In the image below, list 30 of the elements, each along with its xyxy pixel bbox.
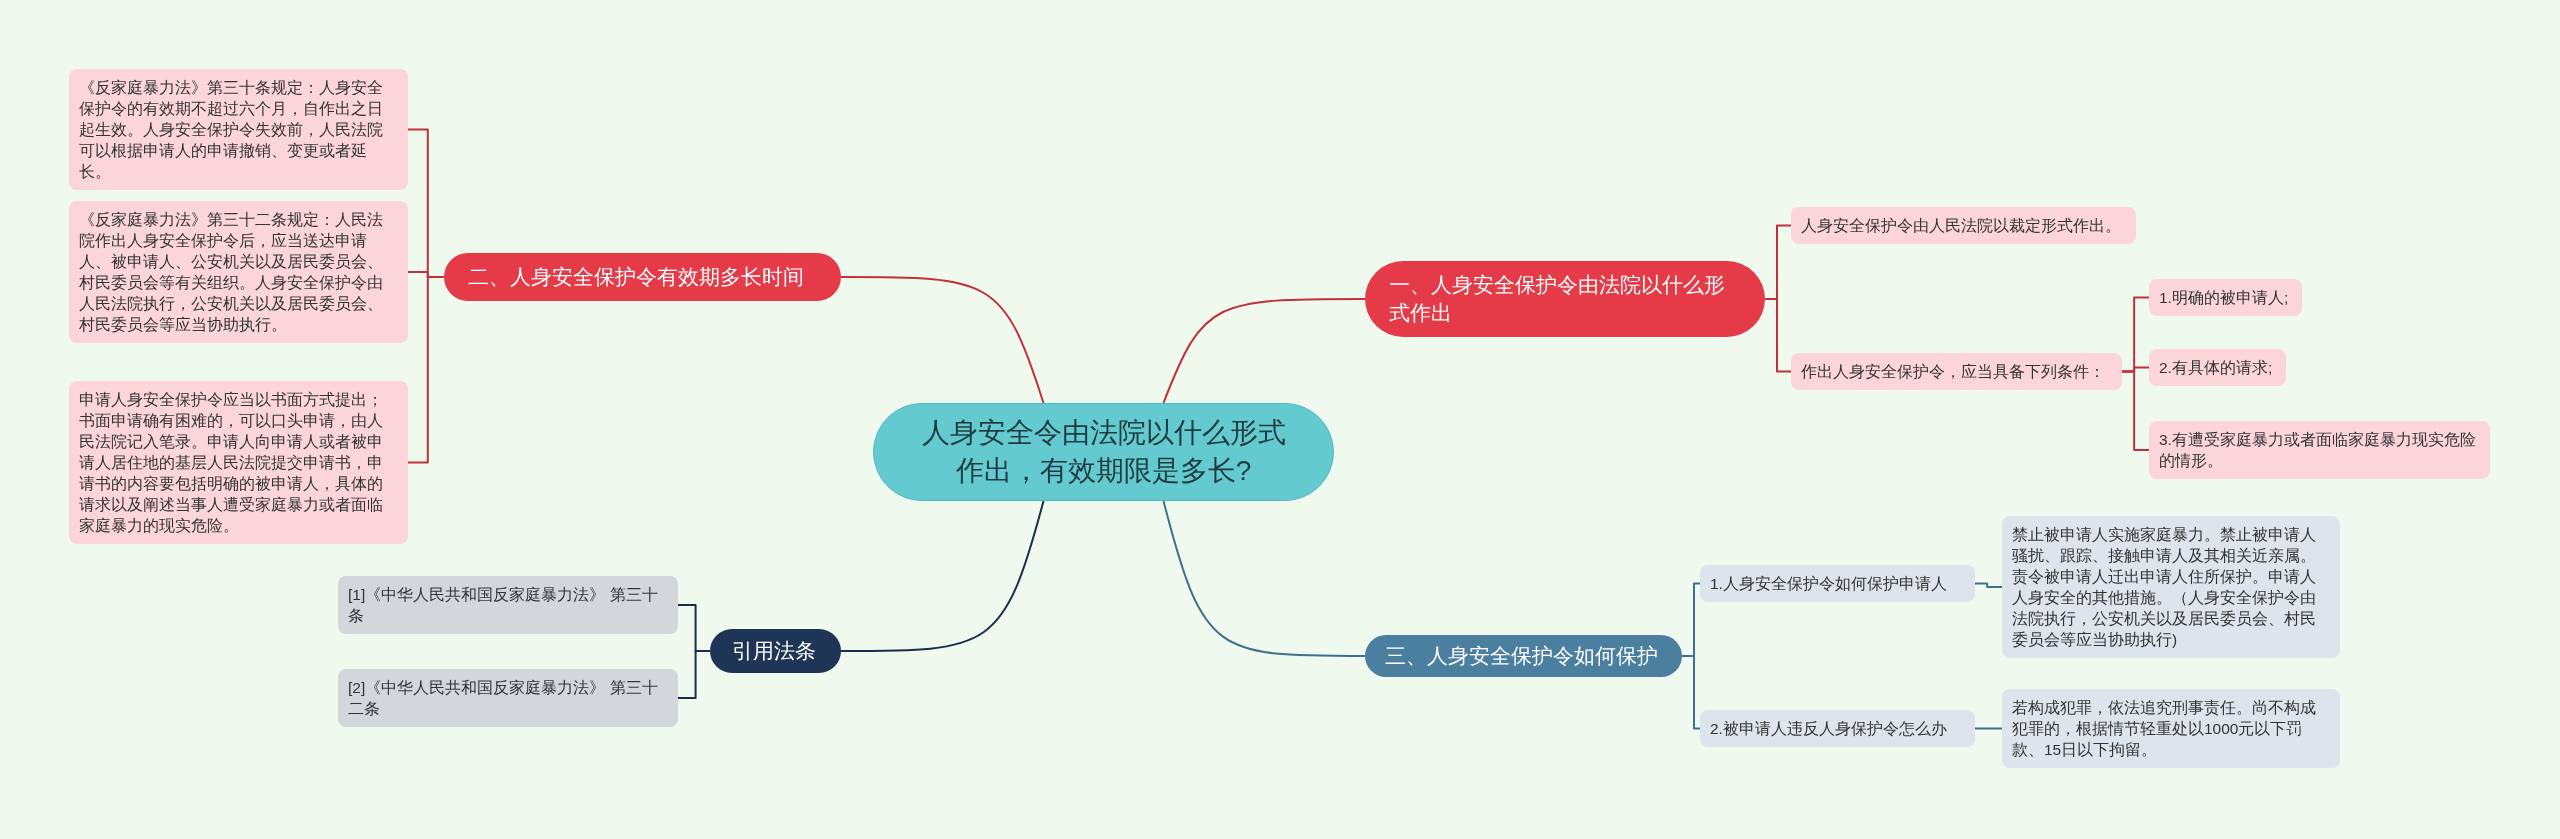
connector-line (1974, 727, 2003, 730)
connector-line (2121, 370, 2150, 451)
leaf-note: 若构成犯罪，依法追究刑事责任。尚不构成犯罪的，根据情节轻重处以1000元以下罚款、15日以下拘留。 (2002, 689, 2340, 768)
connector-line (1764, 298, 1792, 373)
leaf-note: 2.有具体的请求; (2149, 349, 2286, 386)
connector-line (840, 276, 1045, 404)
branch-topic: 二、人身安全保护令有效期多长时间 (444, 253, 841, 301)
branch-topic: 引用法条 (710, 629, 841, 673)
leaf-note: 3.有遭受家庭暴力或者面临家庭暴力现实危险的情形。 (2149, 421, 2490, 479)
central-topic: 人身安全令由法院以什么形式作出，有效期限是多长? (873, 403, 1334, 501)
leaf-note: 人身安全保护令由人民法院以裁定形式作出。 (1791, 207, 2136, 244)
leaf-note: 1.明确的被申请人; (2149, 279, 2302, 316)
connector-line (1162, 298, 1366, 404)
connector-line (840, 500, 1045, 652)
leaf-note: 禁止被申请人实施家庭暴力。禁止被申请人骚扰、跟踪、接触申请人及其相关近亲属。责令被申请人迁出申请人住所保护。申请人人身安全的其他措施。（人身安全保护令由法院执行，公安机关以及居民委员会、村民委员会等应当协助执行) (2002, 516, 2340, 658)
connector-line (1162, 500, 1366, 657)
connector-line (677, 650, 711, 699)
reference-note: [2]《中华人民共和国反家庭暴力法》 第三十二条 (338, 669, 678, 727)
leaf-note: 申请人身安全保护令应当以书面方式提出；书面申请确有困难的，可以口头申请，由人民法院记入笔录。申请人向申请人或者被申请人居住地的基层人民法院提交申请书，申请书的内容要包括明确的被申请人，具体的请求以及阐述当事人遭受家庭暴力或者面临家庭暴力的现实危险。 (69, 381, 408, 544)
leaf-note: 1.人身安全保护令如何保护申请人 (1700, 565, 1975, 602)
connector-line (1974, 582, 2003, 588)
connector-line (1681, 655, 1701, 730)
leaf-note: 2.被申请人违反人身保护令怎么办 (1700, 710, 1975, 747)
reference-note: [1]《中华人民共和国反家庭暴力法》 第三十条 (338, 576, 678, 634)
connector-line (407, 276, 445, 464)
leaf-note: 《反家庭暴力法》第三十条规定：人身安全保护令的有效期不超过六个月，自作出之日起生效。人身安全保护令失效前，人民法院可以根据申请人的申请撤销、变更或者延长。 (69, 69, 408, 190)
branch-topic: 三、人身安全保护令如何保护 (1365, 635, 1682, 677)
leaf-note: 《反家庭暴力法》第三十二条规定：人民法院作出人身安全保护令后，应当送达申请人、被申请人、公安机关以及居民委员会、村民委员会等有关组织。人身安全保护令由人民法院执行，公安机关以及居民委员会、村民委员会等应当协助执行。 (69, 201, 408, 343)
branch-topic: 一、人身安全保护令由法院以什么形式作出 (1365, 261, 1765, 337)
leaf-note: 作出人身安全保护令，应当具备下列条件： (1791, 353, 2122, 390)
